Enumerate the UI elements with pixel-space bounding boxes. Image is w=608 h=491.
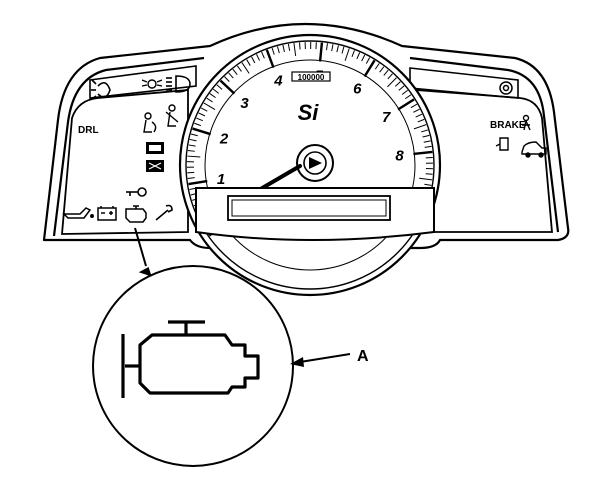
oil-pressure-icon	[64, 208, 93, 218]
parking-light-icon	[142, 80, 162, 88]
tach-number-8: 8	[395, 147, 404, 164]
tach-number-6: 6	[353, 80, 362, 97]
door-open-icon	[496, 138, 508, 150]
immobilizer-key-icon	[126, 188, 146, 196]
tach-number-4: 4	[273, 73, 283, 90]
maintenance-wrench-icon	[156, 206, 172, 221]
battery-icon	[98, 206, 116, 220]
tach-number-7: 7	[382, 109, 391, 126]
label-a-leader	[290, 354, 350, 367]
left-indicator-panel: DRL	[62, 66, 196, 234]
seat-belt-icon	[166, 105, 178, 126]
high-beam-icon	[166, 76, 190, 92]
magnified-view	[93, 266, 293, 466]
minor-tick	[300, 42, 301, 49]
fog-light-icon	[91, 80, 110, 99]
srs-airbag-icon	[144, 113, 156, 132]
tach-number-2: 2	[219, 130, 229, 147]
cruise-light-icon	[500, 82, 512, 94]
drl-label: DRL	[78, 125, 99, 136]
tachometer: 123456789 100000 Si	[180, 35, 440, 295]
minor-tick	[426, 174, 433, 175]
label-a: A	[357, 348, 369, 365]
car-icon	[522, 142, 546, 157]
callout-leader	[135, 228, 152, 280]
si-badge: Si	[298, 100, 320, 125]
tach-number-3: 3	[240, 95, 249, 112]
odometer-text: 100000	[298, 73, 325, 82]
tach-number-1: 1	[217, 171, 225, 188]
check-engine-small-icon	[126, 206, 146, 222]
brake-label: BRAKE	[490, 120, 526, 131]
